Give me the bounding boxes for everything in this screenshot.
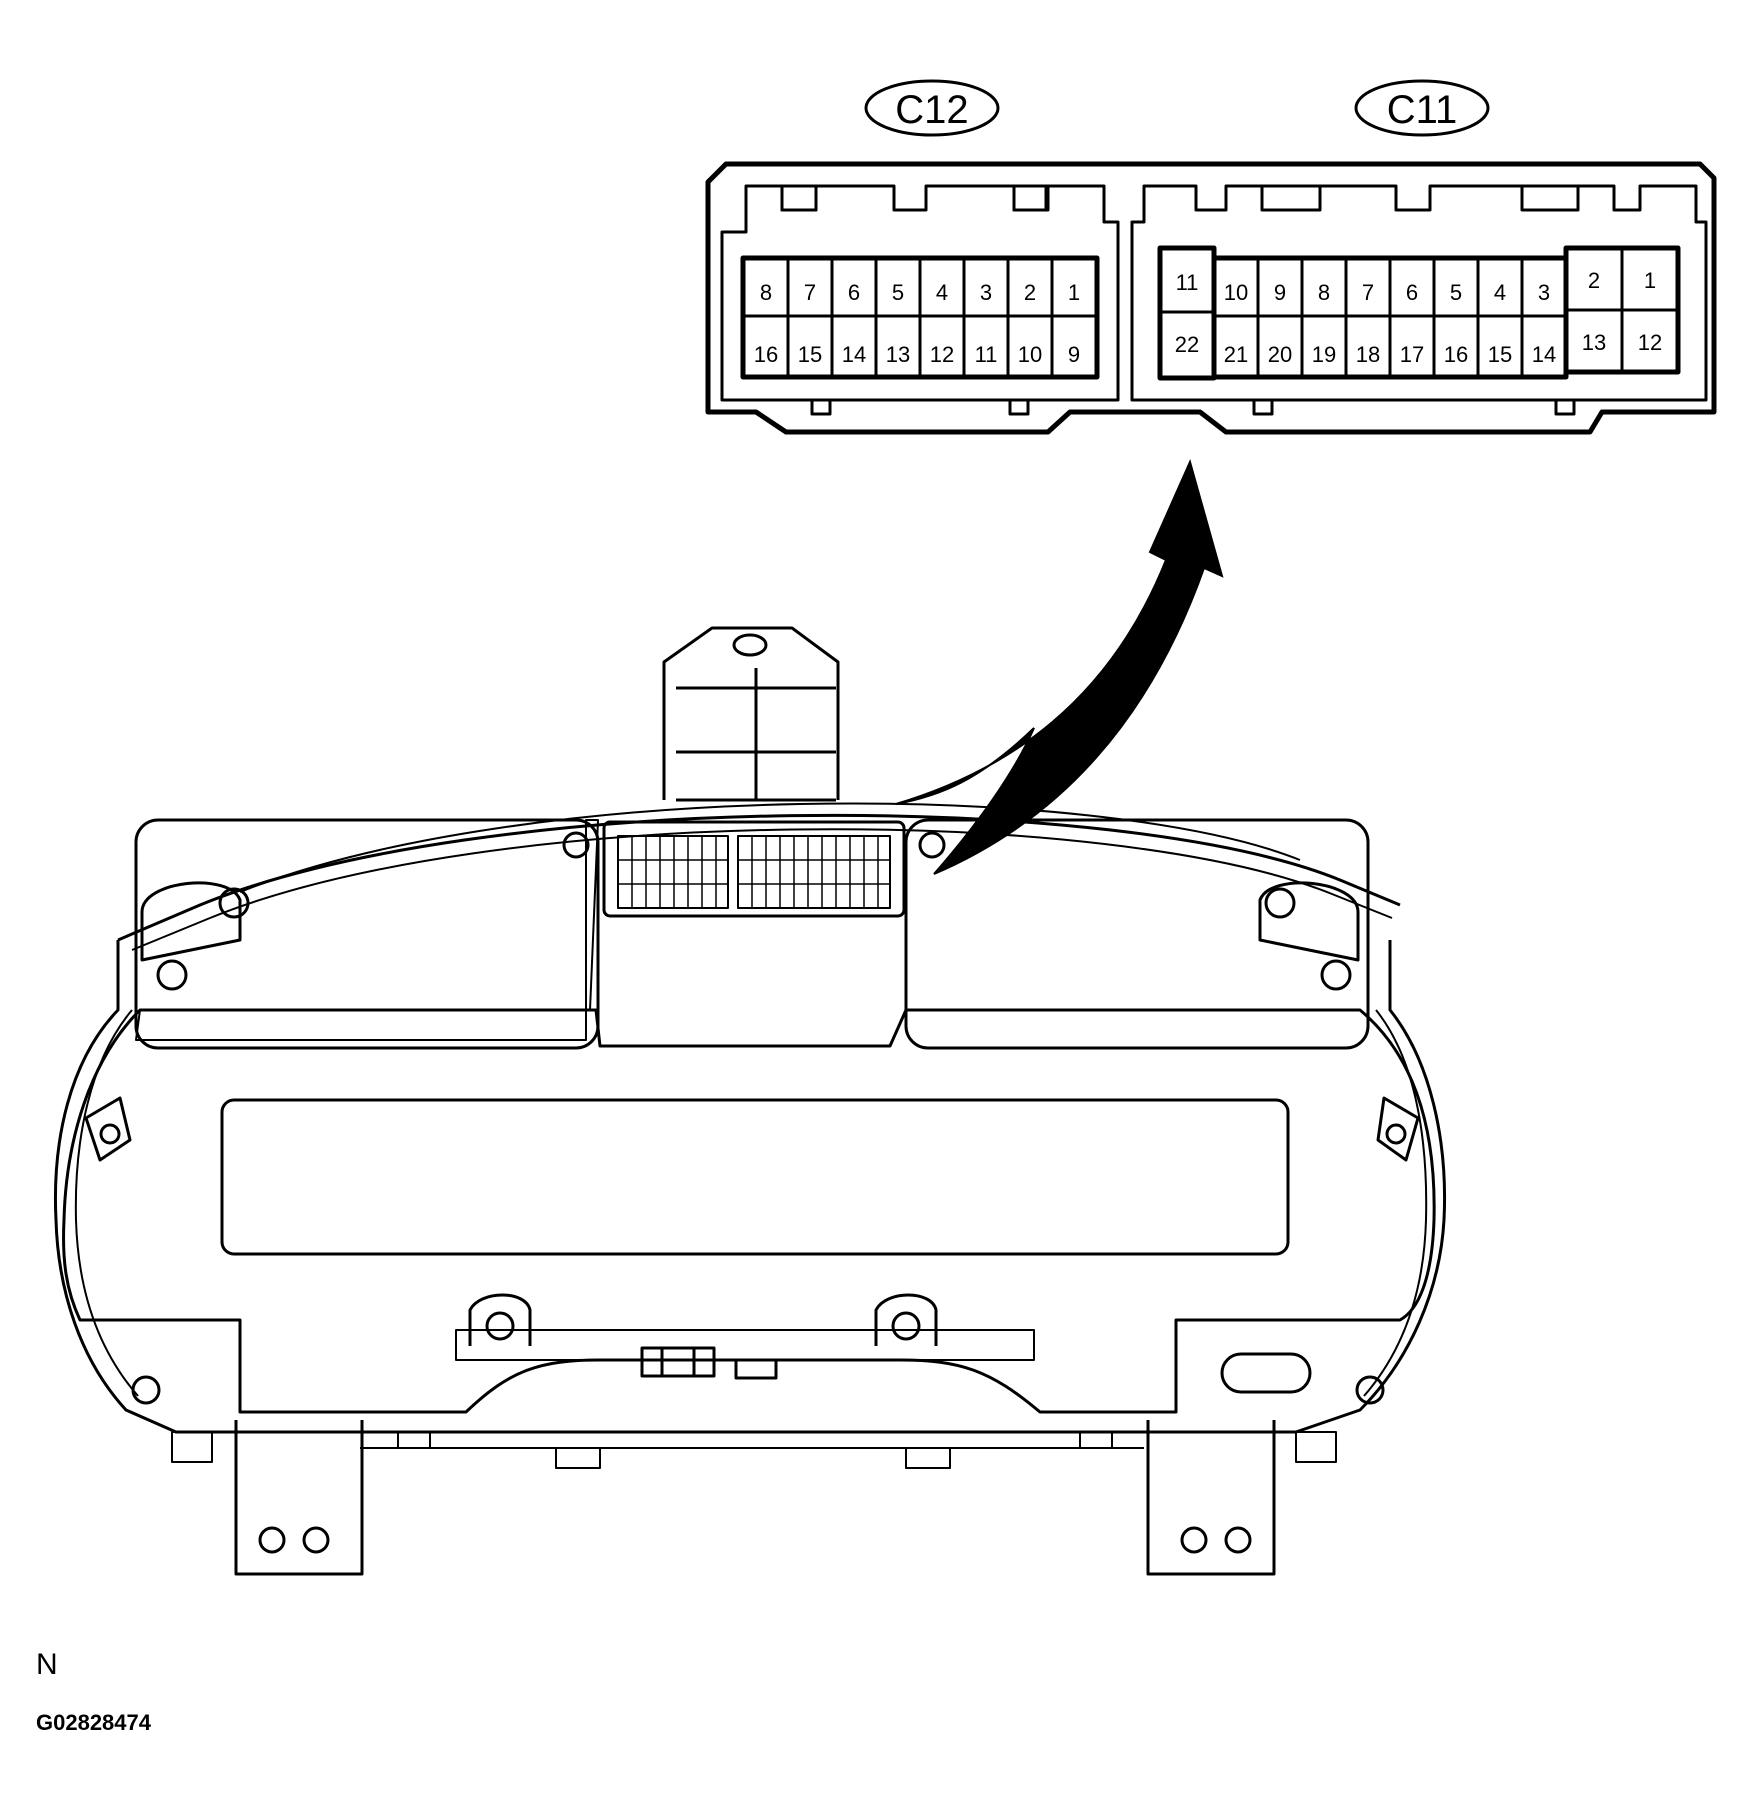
c11-pin: 22 <box>1175 332 1199 357</box>
c12-pin: 15 <box>798 342 822 367</box>
c11-pin: 2 <box>1588 268 1600 293</box>
c12-pin: 11 <box>975 342 998 367</box>
c11-pin: 5 <box>1450 280 1462 305</box>
c12-pin: 5 <box>892 280 904 305</box>
housing-notches <box>780 184 1580 416</box>
c12-pin: 4 <box>936 280 948 305</box>
c11-pin: 3 <box>1538 280 1550 305</box>
view-letter: N <box>36 1648 58 1681</box>
c12-pin: 9 <box>1068 342 1080 367</box>
c11-pin-labels: 11 22 10 9 8 7 6 5 4 3 21 20 19 18 17 16… <box>1175 268 1662 367</box>
c12-pin: 13 <box>886 342 910 367</box>
c11-pin: 4 <box>1494 280 1506 305</box>
c11-middle-pins <box>1214 258 1566 377</box>
upper-left-panel <box>135 819 599 1041</box>
label-c12: C12 <box>864 79 1000 137</box>
c11-pin: 14 <box>1532 342 1556 367</box>
c11-housing <box>1130 184 1708 402</box>
label-c12-text: C12 <box>895 88 968 132</box>
upper-right-recess <box>904 818 1370 1050</box>
meter-outer-body <box>54 940 1446 1434</box>
c12-pin: 10 <box>1018 342 1042 367</box>
c12-pin: 14 <box>842 342 866 367</box>
c11-pin: 18 <box>1356 342 1380 367</box>
meter-top-rim <box>117 813 1401 942</box>
c12-pin: 7 <box>804 280 816 305</box>
c12-pin: 1 <box>1068 280 1080 305</box>
c12-pin: 8 <box>760 280 772 305</box>
c12-pin: 2 <box>1024 280 1036 305</box>
c12-housing <box>720 184 1120 402</box>
top-bracket <box>662 626 840 800</box>
c11-pin: 12 <box>1638 330 1662 355</box>
c11-pin: 16 <box>1444 342 1468 367</box>
label-c11-text: C11 <box>1387 88 1457 132</box>
c11-pin: 21 <box>1224 342 1248 367</box>
c12-pin: 12 <box>930 342 954 367</box>
c11-pin: 15 <box>1488 342 1512 367</box>
c11-pin: 19 <box>1312 342 1336 367</box>
c11-pin: 7 <box>1362 280 1374 305</box>
connector-face-view: C12 C11 <box>705 79 1717 435</box>
connector-housing <box>705 161 1717 435</box>
c12-pin-labels: 8 7 6 5 4 3 2 1 16 15 14 13 12 11 10 9 <box>754 280 1080 367</box>
c11-pin: 8 <box>1318 280 1330 305</box>
c11-pin: 17 <box>1400 342 1424 367</box>
upper-left-recess <box>134 818 600 1050</box>
figure-id: G02828474 <box>36 1710 151 1735</box>
c12-pin: 3 <box>980 280 992 305</box>
c12-pins <box>743 258 1097 377</box>
bottom-clips <box>171 1431 1337 1469</box>
c11-pin: 6 <box>1406 280 1418 305</box>
display-window <box>220 1098 1290 1256</box>
c11-pin: 10 <box>1224 280 1248 305</box>
mounting-holes <box>84 831 1420 1405</box>
c11-pin: 20 <box>1268 342 1292 367</box>
combination-meter <box>54 626 1446 1576</box>
label-c11: C11 <box>1354 79 1490 137</box>
c12-pin: 6 <box>848 280 860 305</box>
oval-slot <box>1220 1352 1312 1394</box>
meter-inner-panel <box>62 1008 1436 1414</box>
c11-pin: 11 <box>1176 270 1199 295</box>
c11-pin: 13 <box>1582 330 1606 355</box>
meter-connector-grid <box>618 836 890 908</box>
c12-pin: 16 <box>754 342 778 367</box>
right-bracket <box>1146 1420 1276 1576</box>
c11-pin: 9 <box>1274 280 1286 305</box>
curved-arrow-icon <box>895 459 1224 875</box>
c11-pin: 1 <box>1644 268 1656 293</box>
meter-connector <box>602 820 906 918</box>
bottom-rail <box>455 1329 1035 1361</box>
left-bracket <box>234 1420 364 1576</box>
